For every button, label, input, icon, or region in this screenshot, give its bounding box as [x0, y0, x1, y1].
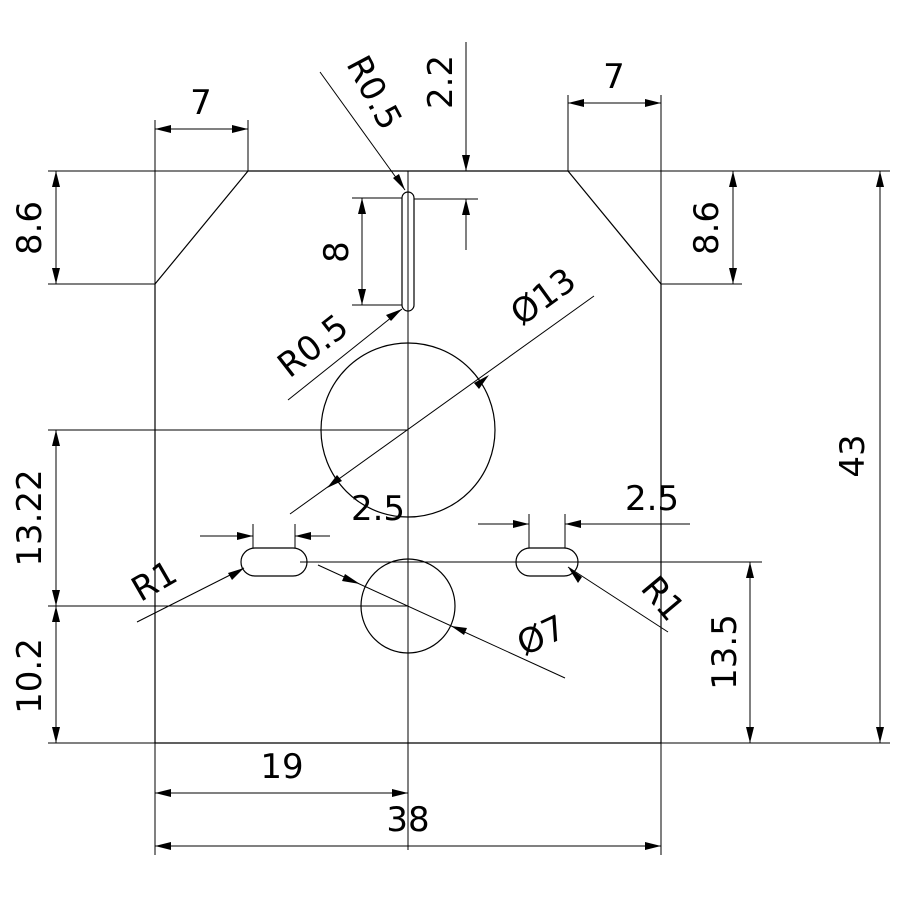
label-hole-large-diameter: Ø13: [503, 260, 583, 334]
label-total-width: 38: [386, 800, 429, 840]
label-slot-height: 13.5: [705, 614, 745, 690]
label-slot-right-width: 2.5: [625, 479, 679, 519]
label-hole-small-height: 10.2: [10, 638, 50, 714]
label-chamfer-height-left: 8.6: [10, 201, 50, 255]
extension-lines: [48, 95, 890, 855]
label-hole-large-offset: 13.22: [10, 469, 50, 566]
label-slot-radius-top: R0.5: [338, 49, 410, 136]
label-slot-radius-bottom: R0.5: [270, 307, 356, 386]
arrowheads: [52, 99, 884, 850]
label-hole-small-diameter: Ø7: [511, 608, 572, 665]
label-chamfer-width-left: 7: [190, 83, 212, 123]
label-chamfer-height-right: 8.6: [687, 201, 727, 255]
label-slot-right-radius: R1: [633, 569, 693, 629]
label-total-height: 43: [833, 434, 873, 477]
left-slot: [240, 547, 308, 577]
label-slot-length: 8: [317, 241, 357, 263]
label-slot-left-width: 2.5: [351, 489, 405, 529]
label-slot-offset: 2.2: [421, 55, 461, 109]
dimension-lines: [55, 42, 881, 847]
label-chamfer-width-right: 7: [603, 57, 625, 97]
label-half-width: 19: [260, 747, 303, 787]
dimension-labels: 7 7 8.6 8.6 2.2 R0.5 8 R0.5 Ø13 13.22 2.…: [10, 49, 873, 840]
top-slot: [401, 191, 415, 312]
label-slot-left-radius: R1: [125, 553, 184, 610]
